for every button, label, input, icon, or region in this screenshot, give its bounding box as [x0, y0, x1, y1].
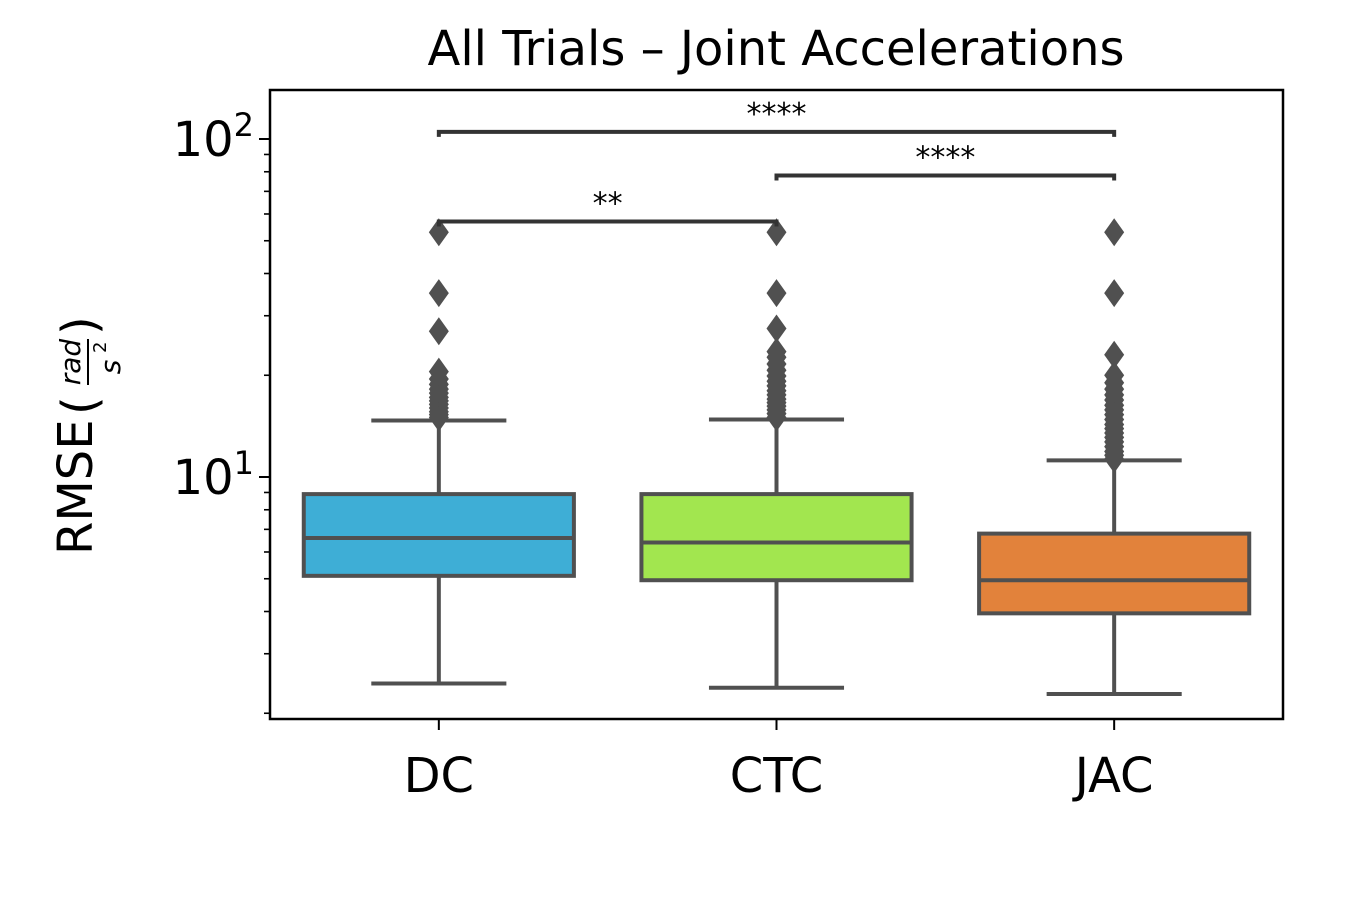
significance-label: **** — [747, 97, 807, 132]
y-axis-unit-numerator: rad — [54, 339, 87, 386]
box-CTC — [639, 492, 914, 583]
box-JAC — [977, 531, 1252, 616]
plot-area — [301, 218, 1252, 697]
y-axis-unit-exponent: 2 — [90, 342, 111, 353]
y-tick-label: 101 — [173, 444, 254, 506]
y-tick-label: 102 — [173, 106, 254, 168]
y-axis-unit-open-paren: ( — [52, 396, 108, 415]
significance-bracket — [774, 173, 1117, 181]
x-tick-label: CTC — [730, 748, 824, 804]
x-tick-label: DC — [404, 748, 474, 804]
significance-bracket — [436, 129, 1117, 137]
box-DC — [301, 492, 576, 578]
outlier-DC — [428, 357, 449, 386]
outlier-CTC — [766, 314, 787, 343]
outlier-JAC — [1104, 361, 1125, 390]
outlier-CTC — [766, 279, 787, 308]
significance-bracket — [436, 219, 779, 227]
x-tick-label: JAC — [1072, 748, 1154, 804]
outlier-DC — [428, 279, 449, 308]
outlier-DC — [428, 218, 449, 247]
y-axis-label-text: RMSE — [48, 419, 104, 555]
significance-label: ** — [593, 187, 623, 222]
y-axis-unit-denominator: s — [94, 360, 127, 375]
outlier-JAC — [1104, 218, 1125, 247]
significance-label: **** — [915, 140, 975, 175]
outlier-CTC — [766, 337, 787, 366]
outlier-CTC — [766, 218, 787, 247]
outlier-JAC — [1104, 340, 1125, 369]
chart-title: All Trials – Joint Accelerations — [427, 21, 1124, 77]
y-axis-label: RMSE ( rad s 2 ) — [48, 316, 127, 555]
y-axis-unit-close-paren: ) — [52, 316, 108, 335]
outlier-JAC — [1104, 279, 1125, 308]
outlier-DC — [428, 317, 449, 346]
